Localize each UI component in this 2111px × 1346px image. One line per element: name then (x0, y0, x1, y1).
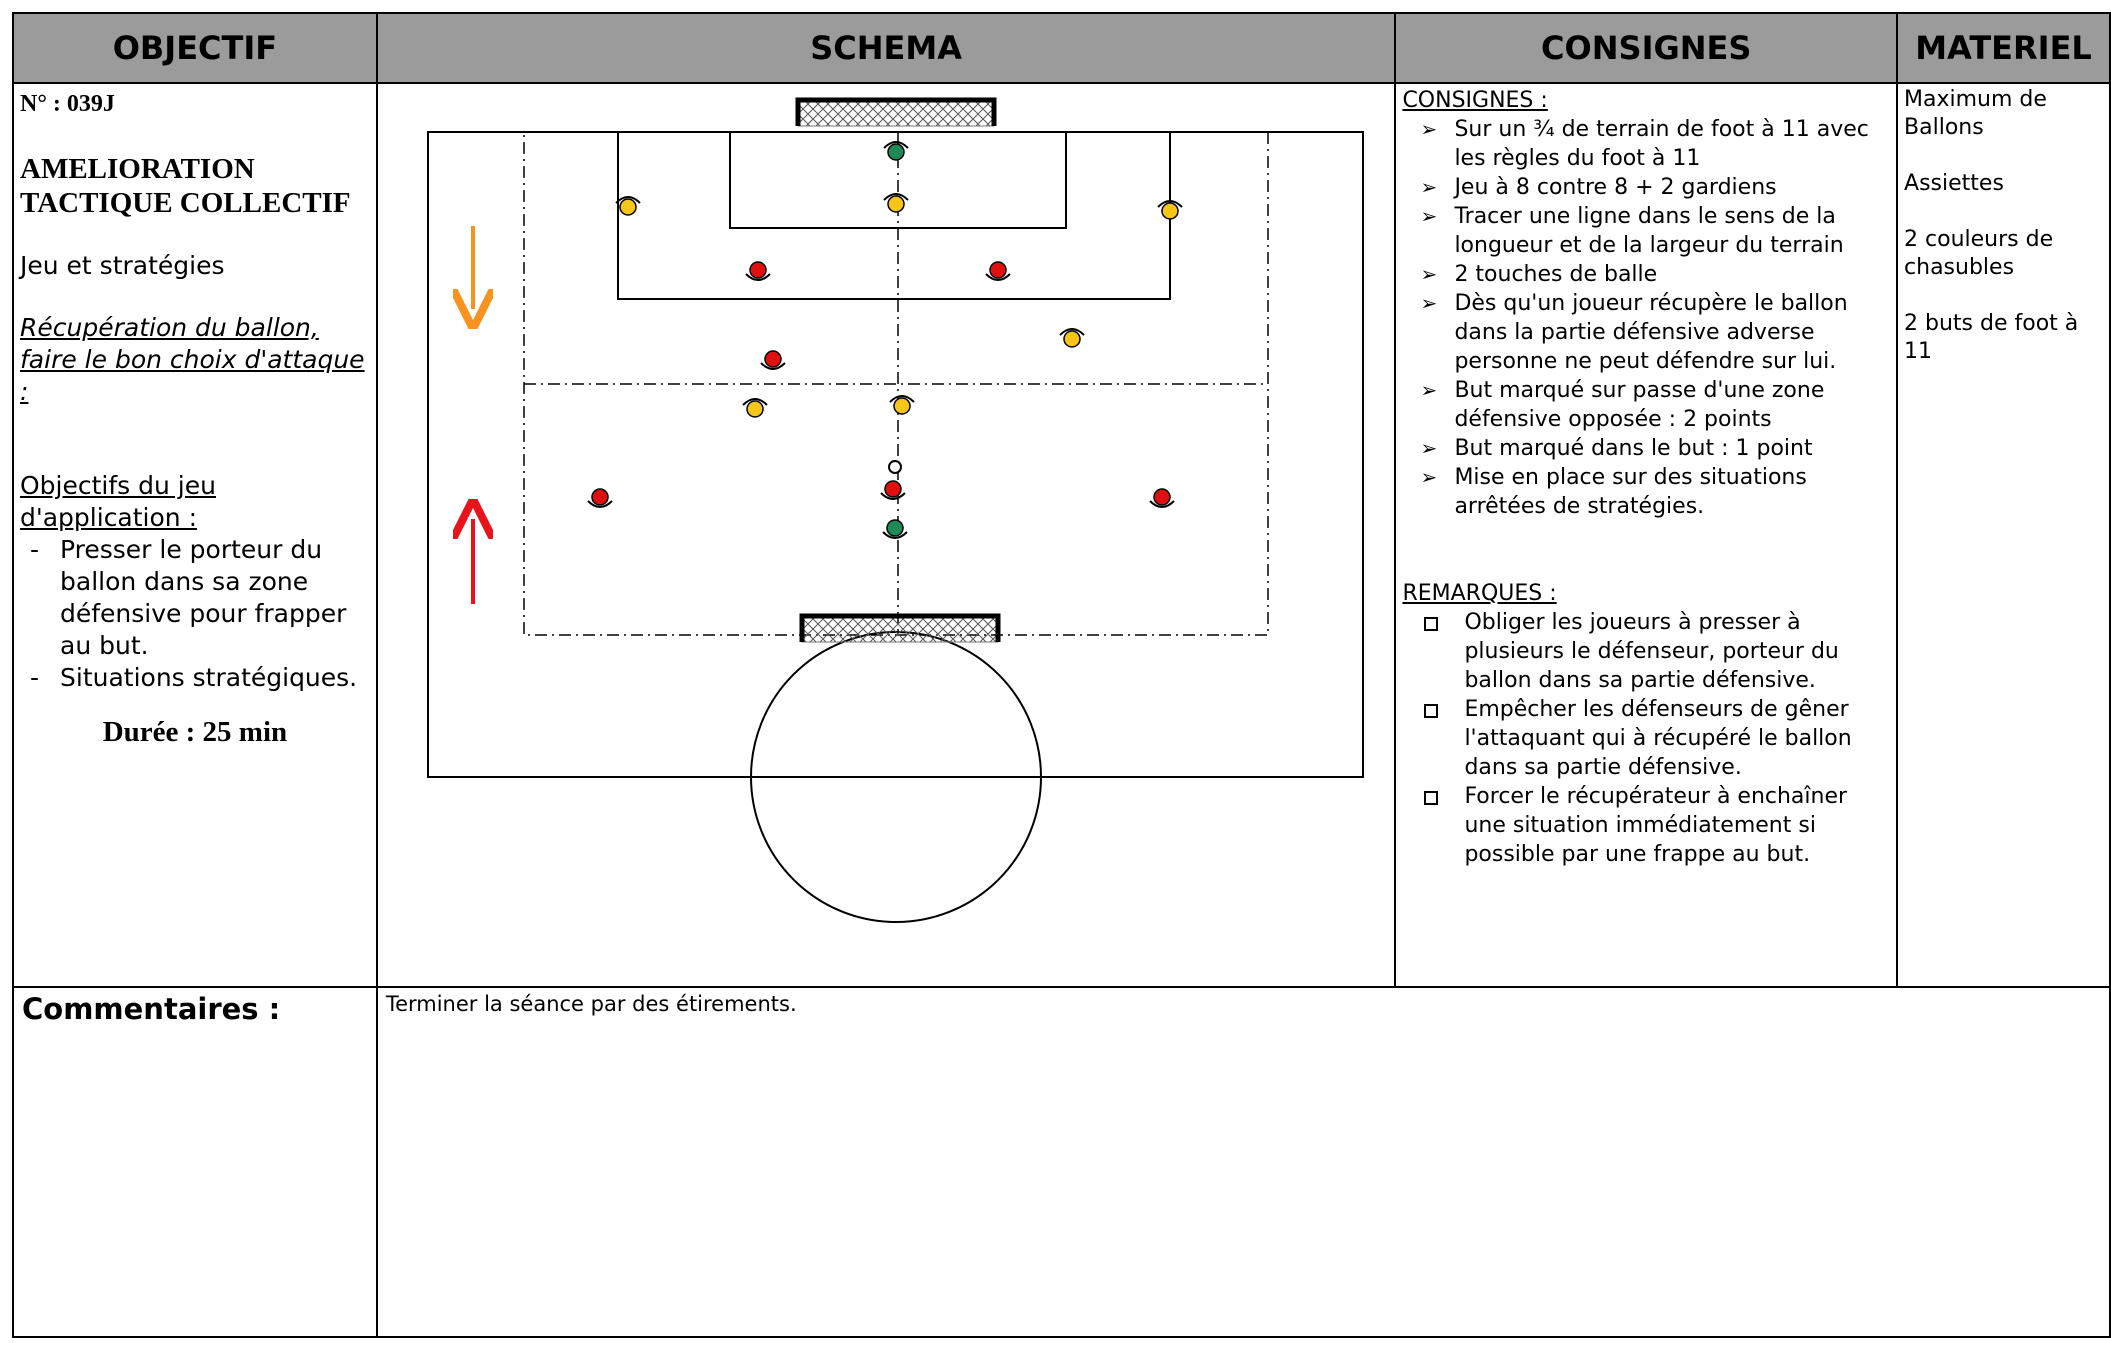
yellow-player (1059, 328, 1085, 348)
remarque-item: Obliger les joueurs à presser à plusieur… (1424, 608, 1890, 695)
remarques-heading: REMARQUES : (1402, 581, 1557, 606)
consigne-item: Sur un ¾ de terrain de foot à 11 avec le… (1420, 115, 1890, 173)
objectifs-list: Presser le porteur du ballon dans sa zon… (20, 534, 370, 694)
top-goal (797, 99, 995, 127)
players (587, 141, 1183, 539)
header-materiel: MATERIEL (1896, 12, 2111, 84)
red-player (587, 488, 613, 508)
yellow-player (742, 398, 768, 418)
remarque-item: Forcer le récupérateur à enchaîner une s… (1424, 782, 1890, 869)
objectif-item: Presser le porteur du ballon dans sa zon… (30, 534, 370, 662)
green-player (882, 519, 908, 539)
bottom-goal (801, 615, 999, 643)
materiel-cell: Maximum de Ballons Assiettes 2 couleurs … (1896, 82, 2111, 988)
remarque-item: Empêcher les défenseurs de gêner l'attaq… (1424, 695, 1890, 782)
red-player (880, 480, 906, 500)
commentaires-text: Terminer la séance par des étirements. (375, 986, 2111, 1338)
red-player (760, 350, 786, 370)
materiel-item: Assiettes (1904, 171, 2004, 196)
yellow-player (883, 193, 909, 213)
theme: Jeu et stratégies (20, 251, 225, 280)
objectif-cell: N° : 039J AMELIORATION TACTIQUE COLLECTI… (12, 82, 378, 988)
objectifs-label-1: Objectifs du jeu (20, 471, 216, 500)
subtitle: Récupération du ballon, faire le bon cho… (20, 313, 365, 406)
green-player (883, 141, 909, 161)
consigne-item: Mise en place sur des situations arrêtée… (1420, 463, 1890, 521)
consignes-heading: CONSIGNES : (1402, 88, 1548, 113)
red-player (1149, 488, 1175, 508)
yellow-player (1157, 200, 1183, 220)
exercise-title-line2: TACTIQUE COLLECTIF (20, 187, 351, 219)
header-objectif: OBJECTIF (12, 12, 378, 84)
consigne-item: Dès qu'un joueur récupère le ballon dans… (1420, 289, 1890, 376)
remarques-list: Obliger les joueurs à presser à plusieur… (1402, 608, 1890, 869)
pitch-diagram (426, 97, 1364, 923)
materiel-item: Maximum de Ballons (1904, 87, 2047, 140)
consignes-list: Sur un ¾ de terrain de foot à 11 avec le… (1402, 115, 1890, 521)
materiel-item: 2 buts de foot à 11 (1904, 311, 2079, 364)
schema-cell (375, 82, 1397, 988)
consigne-item: But marqué dans le but : 1 point (1420, 434, 1890, 463)
red-player (985, 261, 1011, 281)
exercise-number: N° : 039J (20, 91, 115, 117)
consignes-cell: CONSIGNES : Sur un ¾ de terrain de foot … (1394, 82, 1899, 988)
materiel-item: 2 couleurs de chasubles (1904, 227, 2054, 280)
consigne-item: Tracer une ligne dans le sens de la long… (1420, 202, 1890, 260)
commentaires-label: Commentaires : (12, 986, 378, 1338)
duration: Durée : 25 min (102, 716, 288, 748)
consigne-item: 2 touches de balle (1420, 260, 1890, 289)
objectifs-label-2: d'application : (20, 503, 198, 532)
ball (887, 460, 902, 474)
yellow-player (615, 196, 641, 216)
red-player (745, 261, 771, 281)
exercise-title-line1: AMELIORATION (20, 153, 255, 185)
objectif-item: Situations stratégiques. (30, 662, 370, 694)
consigne-item: But marqué sur passe d'une zone défensiv… (1420, 376, 1890, 434)
header-schema: SCHEMA (375, 12, 1397, 84)
session-table: OBJECTIF SCHEMA CONSIGNES MATERIEL N° : … (12, 12, 2111, 1338)
yellow-player (889, 395, 915, 415)
consigne-item: Jeu à 8 contre 8 + 2 gardiens (1420, 173, 1890, 202)
header-consignes: CONSIGNES (1394, 12, 1899, 84)
